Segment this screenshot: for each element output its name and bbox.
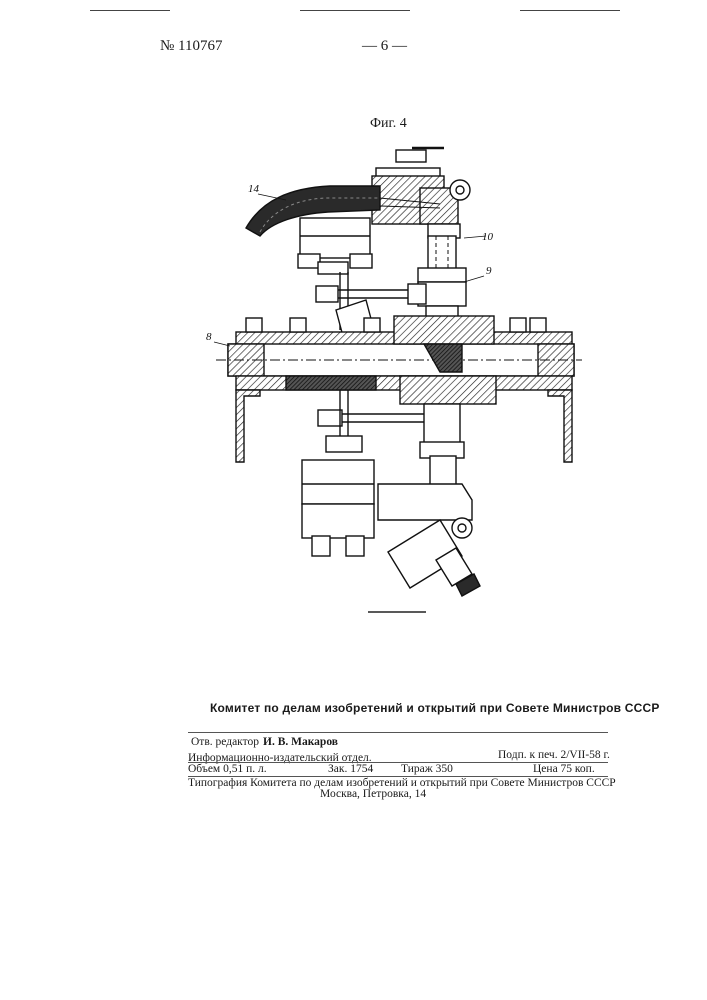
scan-top-rule-right (520, 10, 620, 11)
scan-top-rule-left (90, 10, 170, 11)
volume: Объем 0,51 п. л. (188, 763, 267, 775)
main-beam-8 (216, 316, 582, 404)
upper-clamp (298, 218, 372, 274)
page-number: — 6 — (362, 38, 407, 55)
imprint-rule-top (188, 732, 608, 733)
callout-10: 10 (482, 231, 494, 243)
patent-number: № 110767 (160, 38, 223, 55)
lower-lever (378, 484, 480, 596)
callout-8: 8 (206, 331, 212, 343)
editor-label: Отв. редактор (191, 736, 259, 748)
print-run: Тираж 350 (401, 763, 453, 775)
lower-clamp (302, 460, 374, 556)
committee-heading: Комитет по делам изобретений и открытий … (210, 701, 660, 715)
figure-label: Фиг. 4 (370, 116, 407, 132)
callout-9: 9 (486, 265, 492, 277)
technical-drawing: 14 10 9 8 (200, 140, 600, 620)
printing-address: Москва, Петровка, 14 (320, 788, 426, 800)
price: Цена 75 коп. (533, 763, 595, 775)
editor-name: И. В. Макаров (263, 736, 338, 748)
signed-for-print: Подп. к печ. 2/VII-58 г. (498, 749, 610, 761)
order-number: Зак. 1754 (328, 763, 373, 775)
top-lever (372, 148, 470, 238)
callout-14: 14 (248, 183, 260, 195)
scan-top-rule-mid (300, 10, 410, 11)
